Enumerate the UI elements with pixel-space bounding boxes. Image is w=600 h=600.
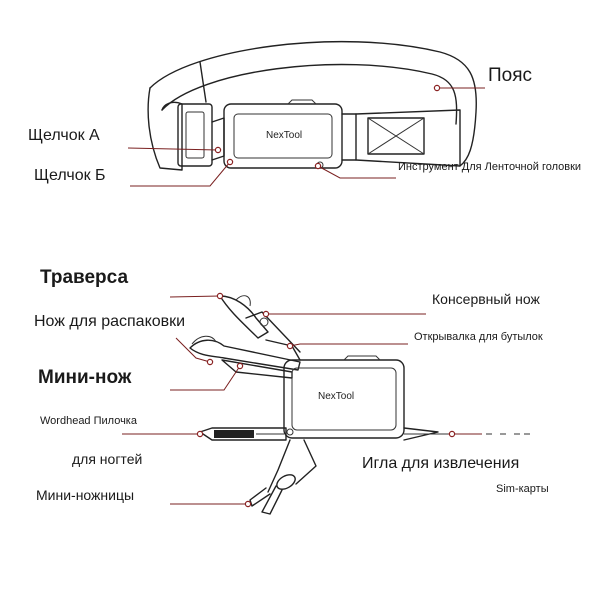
label-mini-knife: Мини-нож — [38, 367, 132, 388]
buckle-connector-left — [211, 117, 225, 161]
clip-a-slot — [185, 111, 205, 159]
leader-clip-a-dot — [214, 146, 222, 154]
multitool-illustration — [189, 295, 530, 515]
tool-body-inner — [291, 367, 397, 431]
leader-bottle-opener-dot — [286, 342, 294, 350]
label-sim-needle-line2: Sim-карты — [496, 483, 549, 495]
leader-clip-a — [127, 147, 219, 151]
tool-body-screw — [286, 428, 294, 436]
tool-body-notch — [343, 355, 381, 361]
tool-brand: NexTool — [318, 391, 355, 402]
label-traverse: Траверса — [40, 267, 129, 288]
tool-nail-file — [199, 427, 287, 441]
label-belt: Пояс — [488, 65, 533, 86]
tool-unpacking-knife-tip — [191, 335, 217, 345]
label-clip-b: Щелчок Б — [34, 167, 106, 184]
belt-patch — [367, 117, 425, 155]
label-bottle-opener: Открывалка для бутылок — [414, 331, 543, 343]
tool-sim-needle — [403, 427, 439, 441]
leader-sim-needle-dot — [448, 430, 456, 438]
leader-can-opener-dot — [262, 310, 270, 318]
leader-bottle-opener — [289, 343, 408, 347]
belt-illustration — [147, 40, 477, 171]
belt-strap-back — [149, 40, 477, 167]
tool-scissors-handle-2 — [295, 439, 317, 485]
leader-clip-b — [130, 161, 231, 187]
belt-strap-front-left — [147, 87, 183, 171]
buckle-top-notch — [287, 99, 317, 105]
bottom-leaders — [122, 292, 482, 508]
buckle-connector-right — [341, 113, 357, 161]
buckle-plate — [223, 103, 343, 169]
label-can-opener: Консервный нож — [432, 291, 540, 307]
clip-a-frame — [177, 103, 213, 167]
belt-strap-fold — [199, 61, 207, 103]
tool-traverse-hook — [235, 295, 251, 307]
label-sim-needle-line1: Игла для извлечения — [362, 455, 520, 472]
leader-mini-knife-dot — [236, 362, 244, 370]
tool-scissors-blade-1 — [261, 485, 283, 515]
leader-clip-b-dot — [226, 158, 234, 166]
label-nail-file-line2: для ногтей — [72, 451, 143, 467]
leader-traverse-dot — [216, 292, 224, 300]
label-nail-file-line1: Wordhead Пилочка — [40, 415, 137, 427]
label-head-tool: Инструмент Для Ленточной головки — [398, 161, 582, 173]
label-unpacking-knife: Нож для распаковки — [34, 313, 186, 330]
leader-nail-file-dot — [196, 430, 204, 438]
tool-bottle-opener — [265, 339, 301, 361]
leader-belt-dot — [433, 84, 441, 92]
leader-head-tool-dot — [314, 162, 322, 170]
buckle-brand: NexTool — [266, 130, 303, 141]
leader-unpacking-knife — [175, 337, 211, 363]
leader-mini-scissors-dot — [244, 500, 252, 508]
tool-scissors-pivot — [276, 474, 296, 490]
belt-patch-cross-2 — [367, 117, 425, 155]
tool-unpacking-knife — [189, 339, 301, 371]
tool-can-opener-arm — [245, 311, 301, 353]
label-mini-scissors: Мини-ножницы — [36, 487, 135, 503]
label-clip-a: Щелчок А — [28, 127, 100, 144]
tool-nail-file-grip — [214, 430, 254, 438]
belt-strap-back-inner — [161, 63, 458, 125]
tool-scissors-handle-1 — [267, 439, 291, 493]
leader-mini-knife — [170, 365, 241, 391]
tool-can-opener-hole — [259, 317, 269, 327]
tool-traverse — [219, 295, 269, 339]
leader-unpacking-knife-dot — [206, 358, 214, 366]
top-leaders — [127, 84, 485, 187]
belt-strap-front-right — [355, 109, 461, 167]
leader-head-tool — [317, 165, 396, 179]
buckle-plate-inner — [233, 113, 333, 159]
leader-traverse — [169, 295, 221, 298]
